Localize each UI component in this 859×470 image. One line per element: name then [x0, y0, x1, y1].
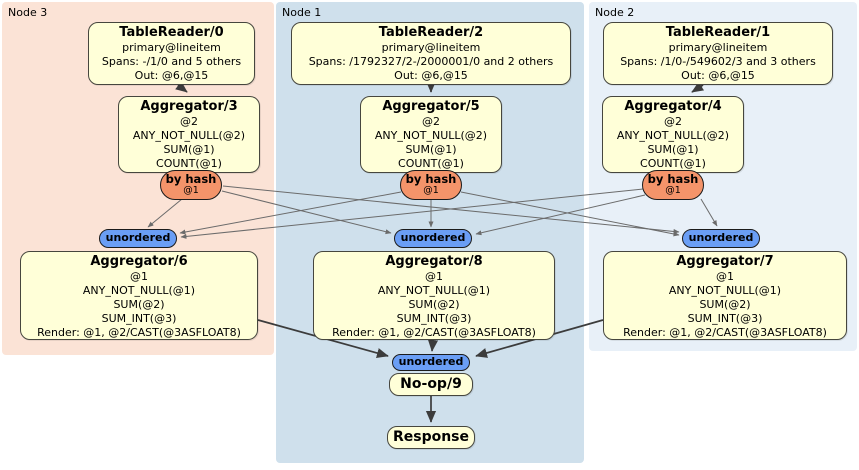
processor-aggregator-7: Aggregator/7 @1 ANY_NOT_NULL(@1) SUM(@2)… — [603, 251, 847, 340]
processor-detail-line: SUM(@1) — [163, 143, 215, 156]
router-by-hash-4: by hash @1 — [642, 170, 704, 200]
processor-detail-line: SUM_INT(@3) — [101, 312, 177, 325]
processor-detail-line: ANY_NOT_NULL(@1) — [82, 284, 196, 297]
processor-detail-line: SUM(@2) — [699, 298, 751, 311]
processor-detail-line: ANY_NOT_NULL(@2) — [132, 129, 246, 142]
processor-detail-line: Render: @1, @2/CAST(@3ASFLOAT8) — [37, 326, 241, 339]
sync-unordered-final: unordered — [392, 354, 470, 371]
processor-detail-line: SUM(@1) — [647, 143, 699, 156]
router-by-hash-key: @1 — [665, 185, 681, 196]
processor-detail-line: ANY_NOT_NULL(@1) — [668, 284, 782, 297]
processor-detail-line: COUNT(@1) — [156, 157, 222, 170]
edge-byhash3-unordered8 — [221, 190, 392, 235]
processor-title: Aggregator/3 — [140, 99, 238, 114]
edge-tablereader0-aggregator3 — [175, 81, 188, 93]
processor-aggregator-5: Aggregator/5 @2 ANY_NOT_NULL(@2) SUM(@1)… — [360, 96, 502, 173]
processor-aggregator-4: Aggregator/4 @2 ANY_NOT_NULL(@2) SUM(@1)… — [602, 96, 744, 173]
edge-byhash3-unordered6 — [147, 198, 183, 228]
processor-detail-line: primary@lineitem — [381, 41, 481, 54]
processor-detail-line: Spans: /1792327/2-/2000001/0 and 2 other… — [308, 55, 554, 68]
processor-detail-line: COUNT(@1) — [640, 157, 706, 170]
processor-detail-line: SUM(@1) — [405, 143, 457, 156]
processor-tablereader-0: TableReader/0 primary@lineitem Spans: -/… — [88, 22, 255, 85]
processor-detail-line: SUM(@2) — [113, 298, 165, 311]
processor-detail-line: Spans: -/1/0 and 5 others — [101, 55, 242, 68]
processor-detail-line: SUM_INT(@3) — [687, 312, 763, 325]
processor-aggregator-8: Aggregator/8 @1 ANY_NOT_NULL(@1) SUM(@2)… — [313, 251, 555, 340]
region-node2-label: Node 2 — [595, 6, 635, 19]
processor-detail-line: @2 — [180, 115, 198, 128]
processor-detail-line: Out: @6,@15 — [394, 69, 468, 82]
processor-title: No-op/9 — [400, 376, 462, 392]
processor-detail-line: SUM_INT(@3) — [396, 312, 472, 325]
processor-detail-line: Out: @6,@15 — [134, 69, 209, 82]
edge-byhash5-unordered7 — [460, 191, 680, 237]
processor-aggregator-3: Aggregator/3 @2 ANY_NOT_NULL(@2) SUM(@1)… — [118, 96, 260, 173]
processor-detail-line: @1 — [716, 270, 734, 283]
edge-tablereader1-aggregator4 — [691, 81, 705, 93]
edge-byhash4-unordered8 — [475, 194, 646, 236]
processor-detail-line: Render: @1, @2/CAST(@3ASFLOAT8) — [623, 326, 827, 339]
router-by-hash-label: by hash — [165, 172, 217, 186]
edge-byhash4-unordered7 — [700, 198, 718, 227]
processor-detail-line: @1 — [425, 270, 443, 283]
processor-title: Response — [392, 429, 470, 445]
router-by-hash-label: by hash — [405, 172, 457, 186]
region-node1-label: Node 1 — [282, 6, 322, 19]
router-by-hash-key: @1 — [423, 185, 439, 196]
router-by-hash-3: by hash @1 — [160, 170, 222, 200]
sync-unordered-7: unordered — [682, 229, 760, 248]
processor-aggregator-6: Aggregator/6 @1 ANY_NOT_NULL(@1) SUM(@2)… — [20, 251, 258, 340]
processor-title: Aggregator/7 — [676, 254, 774, 269]
processor-title: Aggregator/8 — [385, 254, 483, 269]
processor-title: Aggregator/4 — [624, 99, 722, 114]
processor-title: Aggregator/5 — [382, 99, 480, 114]
router-by-hash-5: by hash @1 — [400, 170, 462, 200]
processor-detail-line: ANY_NOT_NULL(@2) — [616, 129, 730, 142]
processor-detail-line: Render: @1, @2/CAST(@3ASFLOAT8) — [332, 326, 536, 339]
router-by-hash-key: @1 — [183, 185, 199, 196]
processor-title: TableReader/1 — [665, 25, 771, 40]
processor-detail-line: SUM(@2) — [408, 298, 460, 311]
processor-detail-line: @2 — [422, 115, 440, 128]
processor-detail-line: COUNT(@1) — [398, 157, 464, 170]
processor-detail-line: @1 — [130, 270, 148, 283]
processor-tablereader-2: TableReader/2 primary@lineitem Spans: /1… — [291, 22, 571, 85]
edge-aggregator8-unordered-final — [427, 339, 439, 352]
sync-unordered-8: unordered — [394, 229, 472, 248]
sync-unordered-6: unordered — [99, 229, 177, 248]
processor-response: Response — [387, 426, 475, 449]
processor-detail-line: ANY_NOT_NULL(@2) — [374, 129, 488, 142]
edge-byhash5-unordered6 — [179, 191, 402, 235]
processor-title: TableReader/0 — [119, 25, 224, 40]
processor-detail-line: Out: @6,@15 — [681, 69, 755, 82]
processor-noop-9: No-op/9 — [389, 373, 473, 396]
processor-detail-line: primary@lineitem — [668, 41, 768, 54]
processor-title: TableReader/2 — [378, 25, 484, 40]
processor-detail-line: ANY_NOT_NULL(@1) — [377, 284, 491, 297]
processor-detail-line: Spans: /1/0-/549602/3 and 3 others — [620, 55, 816, 68]
processor-title: Aggregator/6 — [90, 254, 188, 269]
processor-tablereader-1: TableReader/1 primary@lineitem Spans: /1… — [603, 22, 833, 85]
edge-byhash4-unordered6 — [180, 188, 644, 239]
router-by-hash-label: by hash — [647, 172, 699, 186]
processor-detail-line: @2 — [664, 115, 682, 128]
region-node3-label: Node 3 — [8, 6, 48, 19]
processor-detail-line: primary@lineitem — [122, 41, 221, 54]
